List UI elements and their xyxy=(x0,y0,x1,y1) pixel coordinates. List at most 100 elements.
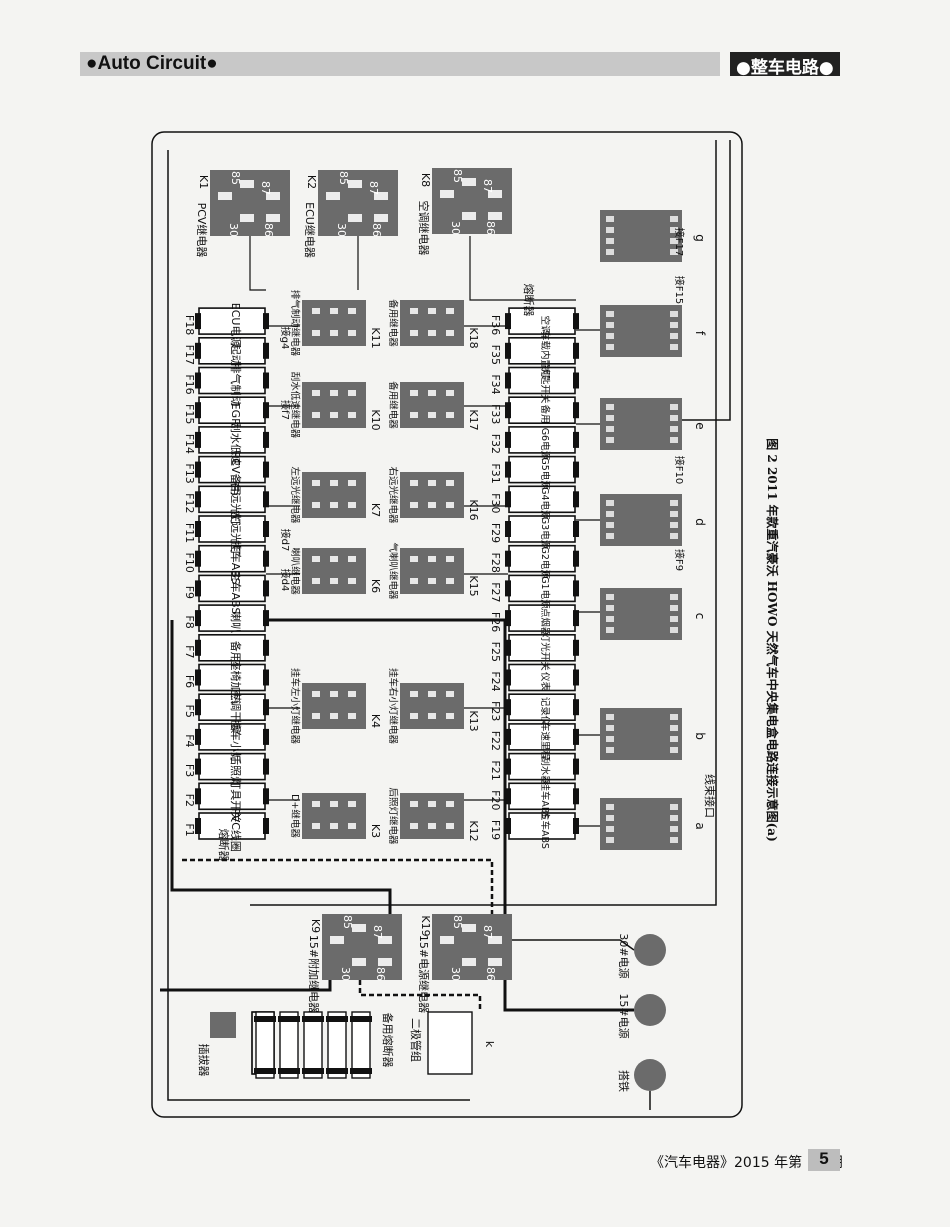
relay-pin xyxy=(330,412,338,418)
fuse-id-f25: F25 xyxy=(489,642,502,662)
pin-85-k19: 85 xyxy=(451,915,464,929)
connector-pin xyxy=(670,627,678,633)
fuse-terminal xyxy=(573,669,579,686)
relay-pin xyxy=(428,330,436,336)
relay-body xyxy=(432,168,512,234)
relay-pin xyxy=(410,330,418,336)
spare-fuse-terminal xyxy=(302,1016,324,1022)
relay-pin xyxy=(428,801,436,807)
relay-pin xyxy=(488,936,502,944)
fuse-group-label-bottom: 熔断器 xyxy=(522,284,536,317)
fuse-terminal xyxy=(505,728,511,745)
relay-body xyxy=(210,170,290,236)
fuse-body xyxy=(198,396,266,425)
relay-pin xyxy=(348,330,356,336)
fuse-label-f30: G4电源 xyxy=(539,487,551,520)
fuse-terminal xyxy=(195,431,201,448)
fuse-label-f27: G1电源 xyxy=(539,576,551,609)
relay-label-k11: 排气制动继电器 xyxy=(289,290,301,357)
relay-label-k3: D+继电器 xyxy=(289,794,301,838)
relay-k7 xyxy=(302,472,366,518)
diode-group-label: 二极管组 xyxy=(409,1018,423,1062)
connector-a xyxy=(600,798,682,850)
spare-fuse-terminal xyxy=(278,1016,300,1022)
spare-fuse-3 xyxy=(302,1011,324,1079)
relay-pin xyxy=(428,691,436,697)
relay-pin xyxy=(348,412,356,418)
fuse-f11 xyxy=(195,515,269,543)
fuse-label-f19: 主车ABS xyxy=(539,811,551,849)
fuse-terminal xyxy=(573,431,579,448)
relay-pin xyxy=(428,502,436,508)
fuse-id-f36: F36 xyxy=(489,315,502,335)
fuse-label-f10: 挂车ABS xyxy=(229,541,243,585)
relay-pin xyxy=(440,190,454,198)
fuse-id-f6: F6 xyxy=(183,675,196,688)
fuse-label-f16: 排气制动 xyxy=(229,363,243,407)
relay-pin xyxy=(312,330,320,336)
connector-pin xyxy=(670,322,678,328)
relay-k3 xyxy=(302,793,366,839)
relay-pin xyxy=(312,390,320,396)
relay-pin xyxy=(488,212,502,220)
connector-pin xyxy=(670,714,678,720)
fuse-terminal xyxy=(195,402,201,419)
relay-pin xyxy=(446,578,454,584)
fuse-f2 xyxy=(195,782,269,811)
fuse-id-f3: F3 xyxy=(183,764,196,777)
relay-pin xyxy=(348,180,362,188)
fuse-id-f5: F5 xyxy=(183,705,196,718)
relay-pin xyxy=(410,801,418,807)
fuse-terminal xyxy=(505,550,511,567)
relay-pin xyxy=(462,212,476,220)
fuse-id-f13: F13 xyxy=(183,463,196,483)
fuse-terminal xyxy=(505,431,511,448)
wire-dashed-1 xyxy=(182,858,494,914)
spare-fuse-body xyxy=(327,1011,347,1079)
fuse-terminal xyxy=(195,728,201,745)
fuse-terminal xyxy=(195,788,201,805)
connector-pin xyxy=(606,238,614,244)
relay-pin xyxy=(348,691,356,697)
fuse-terminal xyxy=(573,728,579,745)
fuse-f31 xyxy=(505,455,579,484)
connector-pin xyxy=(670,815,678,821)
fuse-id-f16: F16 xyxy=(183,374,196,394)
fuse-id-f35: F35 xyxy=(489,345,502,365)
fuse-label-f21: 刮水器 xyxy=(539,756,551,785)
fuse-label-f22: 车速里程 xyxy=(539,722,551,761)
fuse-id-f1: F1 xyxy=(183,823,196,836)
fuse-id-f12: F12 xyxy=(183,493,196,513)
relay-pin xyxy=(330,936,344,944)
connector-pin xyxy=(670,605,678,611)
note-d4: 接d4 xyxy=(279,569,292,592)
terminal-30-power-label: 30#电源 xyxy=(617,933,631,978)
fuse-f30 xyxy=(505,485,579,514)
connector-pin xyxy=(670,837,678,843)
relay-label-k15: 气喇叭继电器 xyxy=(387,542,399,600)
relay-pin xyxy=(348,713,356,719)
spare-fuse-5 xyxy=(350,1011,372,1079)
fuse-label-f9: 主车ABS xyxy=(229,570,243,614)
connector-pin xyxy=(670,736,678,742)
relay-label-k13: 挂车右小灯继电器 xyxy=(387,668,399,745)
fuse-label-f7: 备用 xyxy=(229,641,243,663)
fuse-f34 xyxy=(505,366,579,395)
wire-15-power xyxy=(503,620,634,1012)
spare-fuse-terminal xyxy=(254,1016,276,1022)
fuse-terminal xyxy=(573,521,579,537)
pin-30-k1: 30 xyxy=(227,223,240,237)
fuse-terminal xyxy=(263,788,269,805)
pin-87-k2: 87 xyxy=(367,181,380,195)
relay-id-k19: K19 xyxy=(419,915,432,936)
fuse-body xyxy=(508,396,576,425)
fuse-f17 xyxy=(195,336,269,365)
fuse-terminal xyxy=(263,491,269,508)
relay-pin xyxy=(348,502,356,508)
relay-id-k2: K2 xyxy=(305,175,318,189)
fuse-terminal xyxy=(505,639,511,656)
relay-pin xyxy=(312,502,320,508)
connector-pin xyxy=(606,426,614,432)
fuse-terminal xyxy=(263,342,269,359)
wire-30-power xyxy=(490,939,635,951)
